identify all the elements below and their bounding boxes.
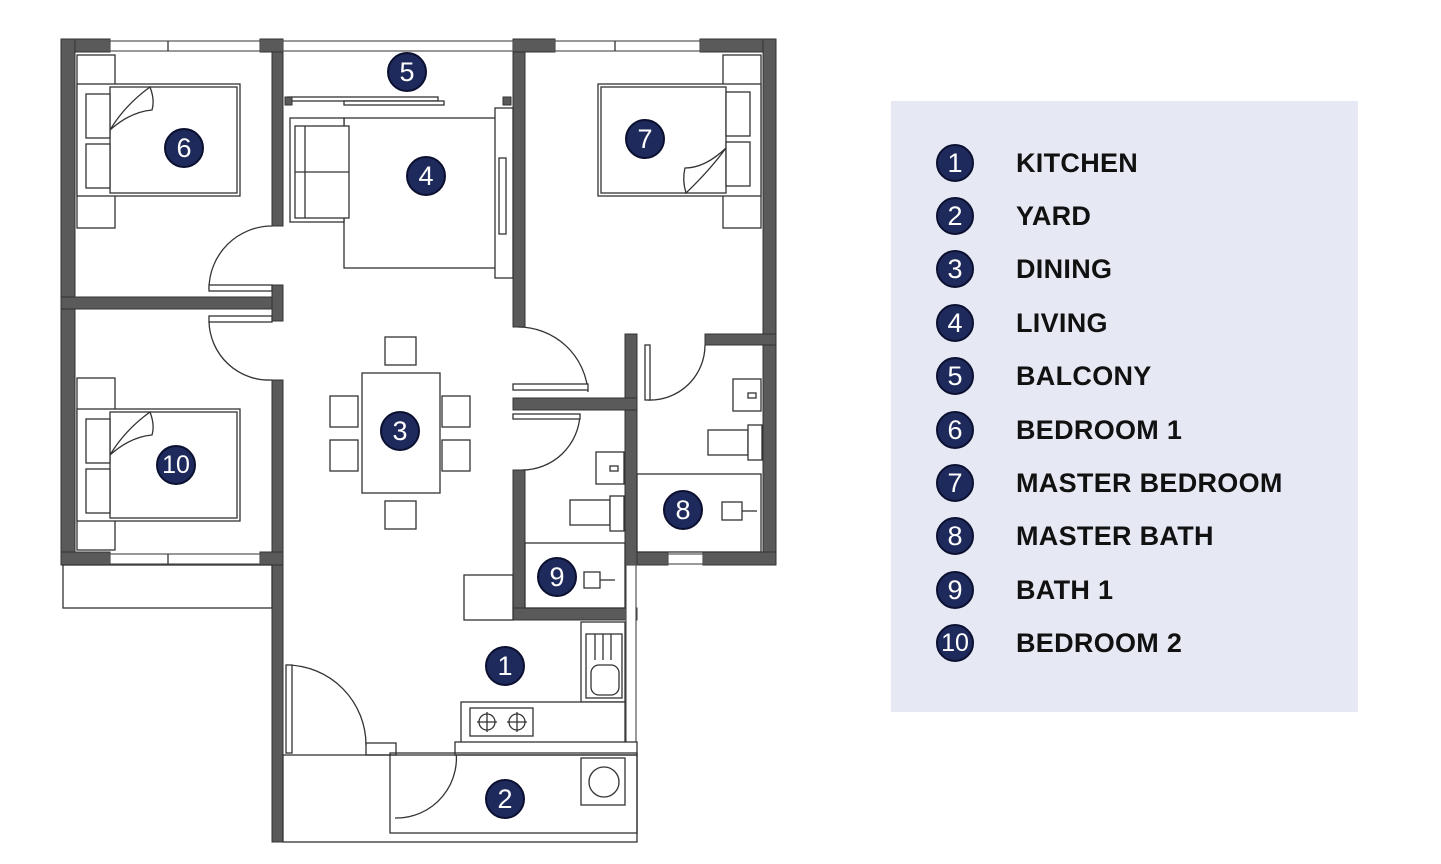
svg-text:6: 6 <box>176 133 191 163</box>
svg-text:10: 10 <box>162 451 190 479</box>
legend-label: BATH 1 <box>1016 574 1114 605</box>
legend-item: 6 BEDROOM 1 <box>936 408 1182 452</box>
legend-label: MASTER BATH <box>1016 520 1214 551</box>
legend-item: 1 KITCHEN <box>936 141 1138 185</box>
legend-item: 5 BALCONY <box>936 354 1152 398</box>
legend-label: LIVING <box>1016 307 1108 338</box>
room-badge-1: 1 <box>485 646 525 686</box>
svg-text:4: 4 <box>418 161 433 191</box>
legend-item: 8 MASTER BATH <box>936 514 1214 558</box>
room-badge-7: 7 <box>625 119 665 159</box>
legend-badge: 3 <box>936 250 974 288</box>
legend-badge: 8 <box>936 517 974 555</box>
legend-item: 7 MASTER BEDROOM <box>936 461 1283 505</box>
legend-badge: 5 <box>936 357 974 395</box>
room-badge-3: 3 <box>380 411 420 451</box>
walls <box>60 38 777 843</box>
svg-text:3: 3 <box>392 416 407 446</box>
svg-text:5: 5 <box>399 57 414 87</box>
doors <box>208 225 706 819</box>
room-badge-4: 4 <box>406 156 446 196</box>
legend-badge: 7 <box>936 464 974 502</box>
legend-badge: 4 <box>936 304 974 342</box>
legend-badge: 1 <box>936 144 974 182</box>
legend-badge: 10 <box>936 624 974 662</box>
room-badge-9: 9 <box>537 557 577 597</box>
room-badge-2: 2 <box>485 779 525 819</box>
legend-label: MASTER BEDROOM <box>1016 467 1283 498</box>
legend-label: YARD <box>1016 200 1092 231</box>
svg-text:8: 8 <box>675 495 690 525</box>
legend-badge: 6 <box>936 411 974 449</box>
legend-item: 4 LIVING <box>936 301 1108 345</box>
legend-item: 10 BEDROOM 2 <box>936 621 1182 665</box>
room-badge-5: 5 <box>387 52 427 92</box>
legend-item: 3 DINING <box>936 247 1112 291</box>
room-badge-8: 8 <box>663 490 703 530</box>
svg-text:1: 1 <box>497 651 512 681</box>
legend-badge: 9 <box>936 571 974 609</box>
legend-label: BEDROOM 1 <box>1016 414 1183 445</box>
legend-label: BEDROOM 2 <box>1016 627 1183 658</box>
legend-badge: 2 <box>936 197 974 235</box>
room-badge-10: 10 <box>156 445 196 485</box>
svg-text:9: 9 <box>549 562 564 592</box>
legend-label: DINING <box>1016 253 1113 284</box>
svg-text:7: 7 <box>637 124 652 154</box>
legend-item: 2 YARD <box>936 194 1091 238</box>
svg-text:2: 2 <box>497 784 512 814</box>
room-badge-6: 6 <box>164 128 204 168</box>
windows <box>109 40 704 746</box>
sliding-door <box>287 96 445 106</box>
legend-item: 9 BATH 1 <box>936 568 1113 612</box>
legend-label: BALCONY <box>1016 360 1152 391</box>
legend-label: KITCHEN <box>1016 147 1139 178</box>
